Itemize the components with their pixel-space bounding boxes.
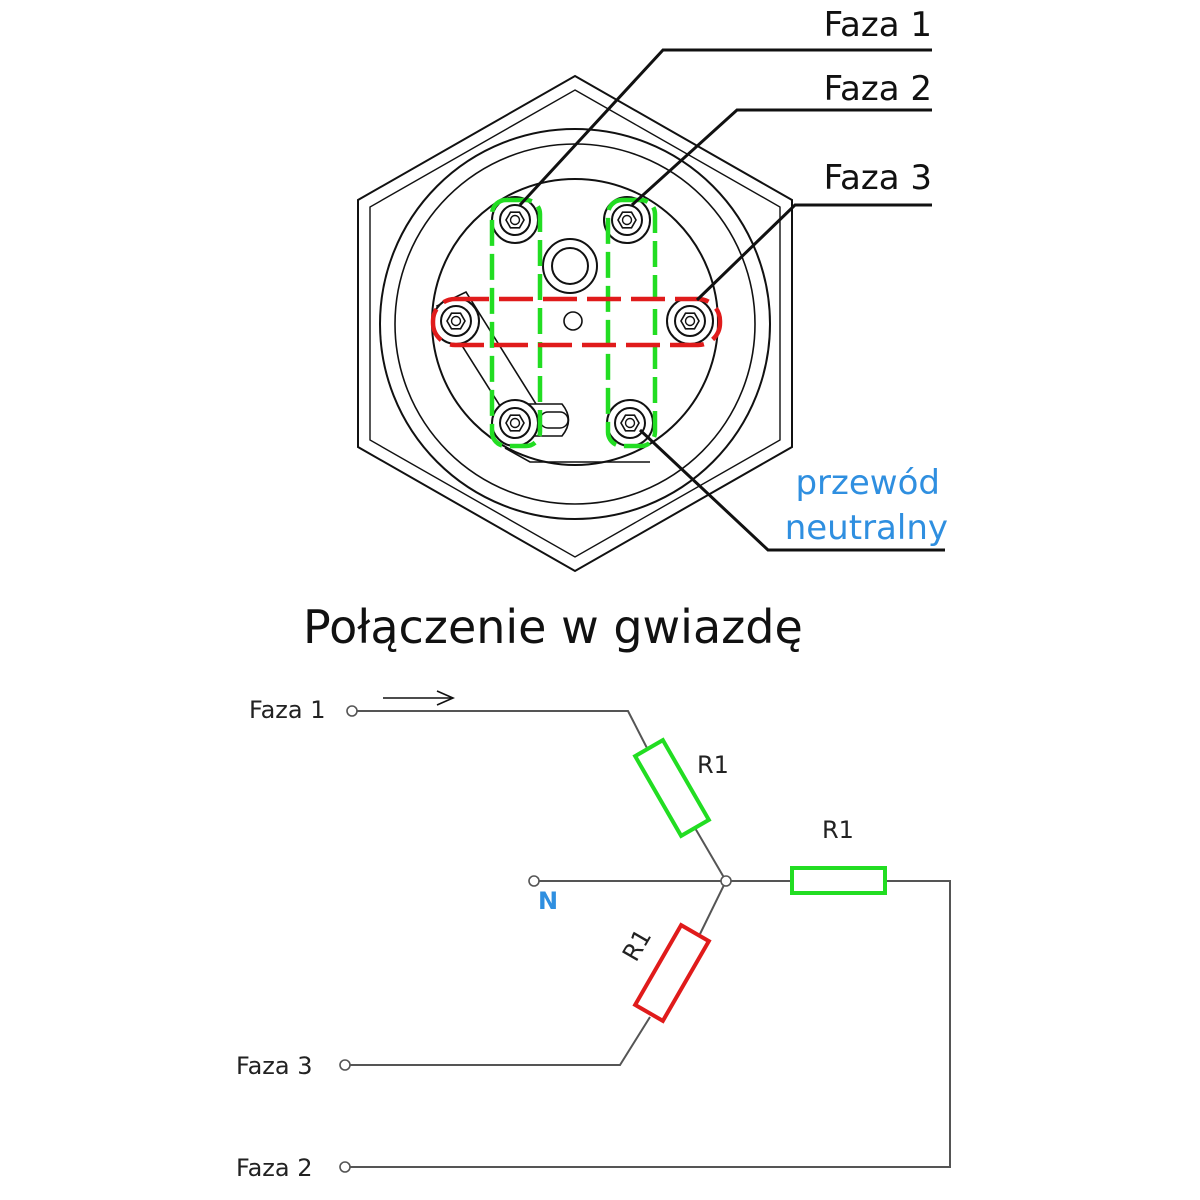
terminal-faza1 [346,705,358,717]
label-resistor-r-bottom: R1 [617,924,657,966]
resistor-r-right [790,866,887,895]
leader-faza3 [695,203,932,302]
label-neutral-line2: neutralny [785,508,948,548]
label-resistor-r-top: R1 [697,751,729,779]
terminal-neutral [528,875,540,887]
wire-faza3 [350,1016,651,1066]
label-faza2: Faza 2 [824,69,932,109]
terminal-faza2 [339,1161,351,1173]
terminal-bottom-right [606,399,654,447]
label-terminal-neutral: N [538,887,558,915]
hex-outline [357,74,793,573]
wire-r-top-to-node [694,827,727,882]
wire-node-to-r-bottom [699,884,725,935]
leader-faza2 [630,108,932,207]
wire-faza2 [350,880,951,1168]
wire-faza1 [357,710,649,751]
terminal-middle-right [666,297,714,345]
star-schematic: Faza 1 N Faza 3 Faza 2 R1 R1 R1 [236,690,951,1182]
label-faza3: Faza 3 [824,158,932,198]
label-neutral-line1: przewód [795,463,940,503]
diagram-title: Połączenie w gwiazdę [303,600,803,654]
heating-element-green-right [605,197,658,449]
leader-neutral [638,428,945,552]
terminal-plate-lower-edge [504,447,650,463]
heating-element-red [430,296,723,348]
label-terminal-faza3: Faza 3 [236,1052,313,1080]
label-terminal-faza1: Faza 1 [249,696,326,724]
terminal-bottom-left [491,399,539,447]
heating-element-green-left [489,197,543,449]
label-terminal-faza2: Faza 2 [236,1154,313,1182]
star-node [720,875,732,887]
current-arrow-head [436,690,455,706]
resistor-r-top [632,737,712,839]
flange-outer-ring [379,128,771,520]
terminal-faza3 [339,1059,351,1071]
resistor-r-bottom [632,922,712,1024]
label-resistor-r-right: R1 [822,816,854,844]
leader-faza1 [518,48,932,207]
heater-flange-top-view: Faza 1 Faza 2 Faza 3 przewód neutralny [357,5,948,573]
center-hole [563,311,583,331]
label-faza1: Faza 1 [824,5,932,45]
hex-inner-outline [369,89,781,558]
